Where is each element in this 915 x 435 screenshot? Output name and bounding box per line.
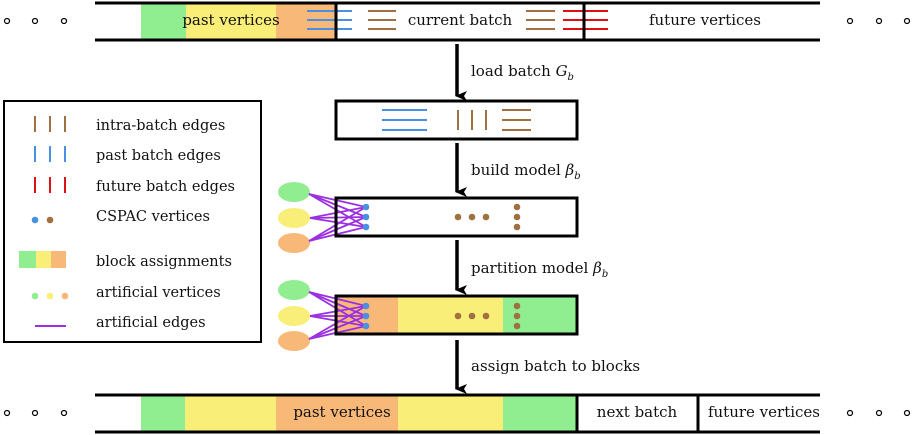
model-cspac-vertices: [362, 203, 370, 231]
legend-past-batch-edges-icon: [34, 146, 66, 162]
bottom-ellipsis-right: [846, 409, 911, 417]
partitioned-artificial-vertices: [278, 280, 310, 351]
top-past-batch-edges: [307, 10, 352, 30]
bottom-next-batch-label: next batch: [597, 403, 678, 421]
top-intra-batch-edges-left: [368, 10, 396, 30]
step-assign-batch-label: assign batch to blocks: [471, 357, 640, 375]
top-current-batch-label: current batch: [408, 11, 513, 29]
bottom-ellipsis-left: [3, 409, 68, 417]
top-ellipsis-left: [3, 17, 68, 25]
legend-intra-batch-edges-icon: [34, 116, 66, 132]
model-box: [334, 196, 579, 238]
top-past-vertices-label: past vertices: [182, 11, 279, 29]
legend-cspac-vertices-icon: [31, 216, 54, 224]
top-ellipsis-right: [846, 17, 911, 25]
step-load-batch-label: load batch Gb: [471, 62, 574, 83]
batch-intra-edges-horizontal: [502, 109, 531, 131]
bottom-bar-frame: [95, 393, 820, 434]
bottom-future-vertices-label: future vertices: [708, 403, 820, 421]
legend-artificial-edges-label: artificial edges: [96, 315, 206, 331]
legend-artificial-vertices-icon: [31, 292, 69, 300]
top-intra-batch-edges-right: [526, 10, 555, 30]
legend-block-assignments-label: block assignments: [96, 254, 232, 270]
model-batch-vertices: [454, 203, 521, 231]
legend-cspac-vertices-label: CSPAC vertices: [96, 209, 210, 225]
bottom-past-vertices-label: past vertices: [293, 403, 390, 421]
legend-future-batch-edges-label: future batch edges: [96, 179, 235, 195]
model-artificial-vertices: [278, 182, 310, 253]
top-future-vertices-label: future vertices: [649, 11, 761, 29]
step-build-model-label: build model βb: [471, 161, 581, 182]
top-bar-frame: [95, 1, 820, 42]
partitioned-box: [334, 294, 579, 336]
legend-box: [3, 100, 262, 343]
legend-future-batch-edges-icon: [34, 177, 66, 193]
top-past-blocks: [141, 3, 336, 40]
partitioned-cspac-vertices: [362, 302, 370, 330]
legend-intra-batch-edges-label: intra-batch edges: [96, 118, 225, 134]
batch-intra-edges-vertical: [457, 110, 487, 130]
bottom-past-blocks: [141, 395, 577, 432]
legend-artificial-vertices-label: artificial vertices: [96, 285, 221, 301]
batch-box: [334, 99, 579, 141]
legend-block-assignments-icon: [19, 251, 66, 268]
partitioned-batch-vertices: [454, 302, 521, 330]
batch-past-edges: [382, 109, 427, 131]
step-partition-model-label: partition model βb: [471, 259, 608, 280]
legend-past-batch-edges-label: past batch edges: [96, 148, 221, 164]
